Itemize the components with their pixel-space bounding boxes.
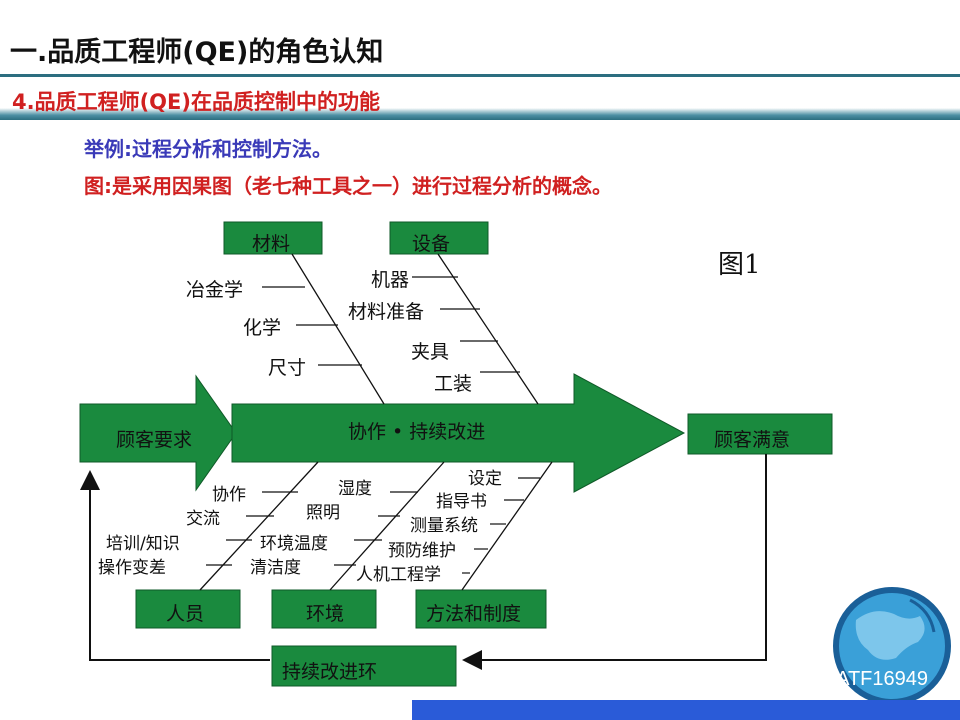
output-box bbox=[687, 413, 833, 455]
category-label-people: 人员 bbox=[166, 603, 204, 625]
category-box-people bbox=[135, 589, 241, 629]
category-box-equipment bbox=[389, 221, 489, 255]
cause-setting: 设定 bbox=[468, 469, 502, 489]
category-label-method: 方法和制度 bbox=[426, 603, 521, 625]
cause-operator-variation: 操作变差 bbox=[98, 558, 166, 578]
figure-label: 图1 bbox=[718, 250, 761, 280]
cause-machine: 机器 bbox=[371, 269, 409, 291]
process-label: 协作 • 持续改进 bbox=[348, 421, 485, 443]
header-band bbox=[0, 108, 960, 120]
bone-material bbox=[291, 253, 385, 405]
category-box-method bbox=[415, 589, 547, 629]
bottom-strip bbox=[412, 700, 960, 720]
cause-material-prep: 材料准备 bbox=[348, 301, 424, 323]
cause-cleanliness: 清洁度 bbox=[250, 558, 301, 578]
cause-communication: 交流 bbox=[186, 509, 220, 529]
bone-method bbox=[461, 461, 553, 591]
page-title: 一.品质工程师(QE)的角色认知 bbox=[10, 37, 384, 68]
output-label: 顾客满意 bbox=[714, 429, 790, 451]
cause-lighting: 照明 bbox=[306, 503, 340, 523]
input-arrow bbox=[79, 374, 237, 492]
cause-chemistry: 化学 bbox=[243, 317, 281, 339]
cause-tooling: 工装 bbox=[434, 373, 472, 395]
loop-line-right bbox=[462, 454, 767, 670]
category-label-material: 材料 bbox=[252, 233, 290, 255]
bone-environment bbox=[329, 461, 445, 591]
cause-fixture: 夹具 bbox=[411, 341, 449, 363]
loop-label: 持续改进环 bbox=[282, 661, 377, 683]
cause-training: 培训/知识 bbox=[106, 534, 180, 554]
example-text: 举例:过程分析和控制方法。 bbox=[84, 137, 332, 161]
cause-instructions: 指导书 bbox=[436, 492, 487, 512]
cause-metallurgy: 冶金学 bbox=[186, 279, 243, 301]
globe-logo bbox=[833, 587, 951, 705]
cause-ambient-temp: 环境温度 bbox=[260, 534, 328, 554]
process-arrow bbox=[231, 373, 686, 493]
wechat-icon bbox=[782, 670, 812, 694]
cause-humidity: 湿度 bbox=[338, 479, 372, 499]
category-label-equipment: 设备 bbox=[412, 233, 450, 255]
category-box-material bbox=[223, 221, 323, 255]
cause-preventive: 预防维护 bbox=[388, 541, 456, 561]
header-divider bbox=[0, 74, 960, 77]
cause-measurement: 测量系统 bbox=[410, 516, 478, 536]
bone-people bbox=[199, 461, 319, 591]
cause-dimension: 尺寸 bbox=[268, 357, 306, 379]
figure-description: 图:是采用因果图（老七种工具之一）进行过程分析的概念。 bbox=[84, 174, 612, 198]
cause-collaboration: 协作 bbox=[212, 485, 246, 505]
bone-equipment bbox=[437, 253, 539, 405]
category-box-environment bbox=[271, 589, 377, 629]
loop-box bbox=[271, 645, 457, 687]
watermark-text: IATF16949 bbox=[830, 668, 928, 690]
input-label: 顾客要求 bbox=[116, 429, 192, 451]
cause-ergonomics: 人机工程学 bbox=[356, 565, 441, 585]
category-label-environment: 环境 bbox=[306, 603, 344, 625]
loop-line-left bbox=[80, 470, 270, 661]
page-subtitle: 4.品质工程师(QE)在品质控制中的功能 bbox=[12, 90, 380, 114]
